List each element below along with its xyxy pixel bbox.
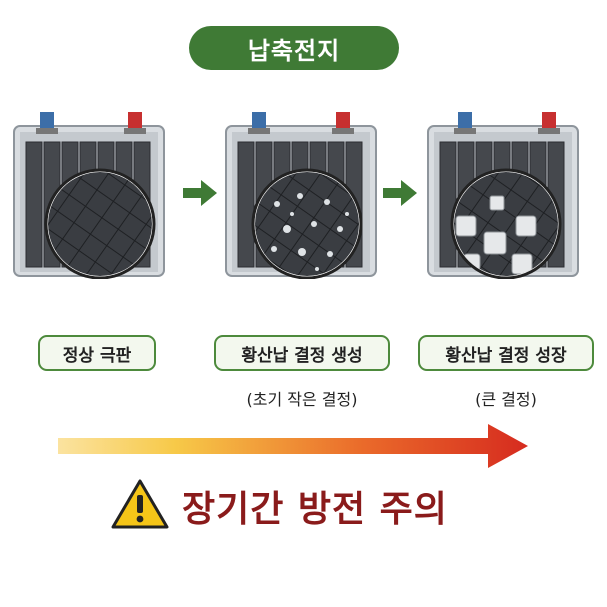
stage-subtitle: (초기 작은 결정) <box>246 390 358 409</box>
stage-label-crystal-formation: 황산납 결정 생성 <box>214 335 390 371</box>
battery-small-crystals <box>225 112 377 279</box>
arrow-right-icon <box>183 180 217 206</box>
title-badge: 납축전지 <box>189 26 399 70</box>
progression-arrow-icon <box>58 424 528 468</box>
warning-text: 장기간 방전 주의 <box>182 489 448 530</box>
warning-triangle-icon <box>111 479 169 529</box>
stage-label-normal-plate: 정상 극판 <box>38 335 156 371</box>
arrow-right-icon <box>383 180 417 206</box>
stage-label-text: 정상 극판 <box>62 345 132 366</box>
battery-large-crystals <box>427 112 579 279</box>
stage-subtitle: (큰 결정) <box>475 390 537 409</box>
stage-label-text: 황산납 결정 생성 <box>241 345 363 366</box>
stage-label-text: 황산납 결정 성장 <box>445 345 567 366</box>
battery-normal-plate <box>13 112 165 279</box>
diagram-title: 납축전지 <box>247 36 341 65</box>
stage-label-crystal-growth: 황산납 결정 성장 <box>418 335 594 371</box>
